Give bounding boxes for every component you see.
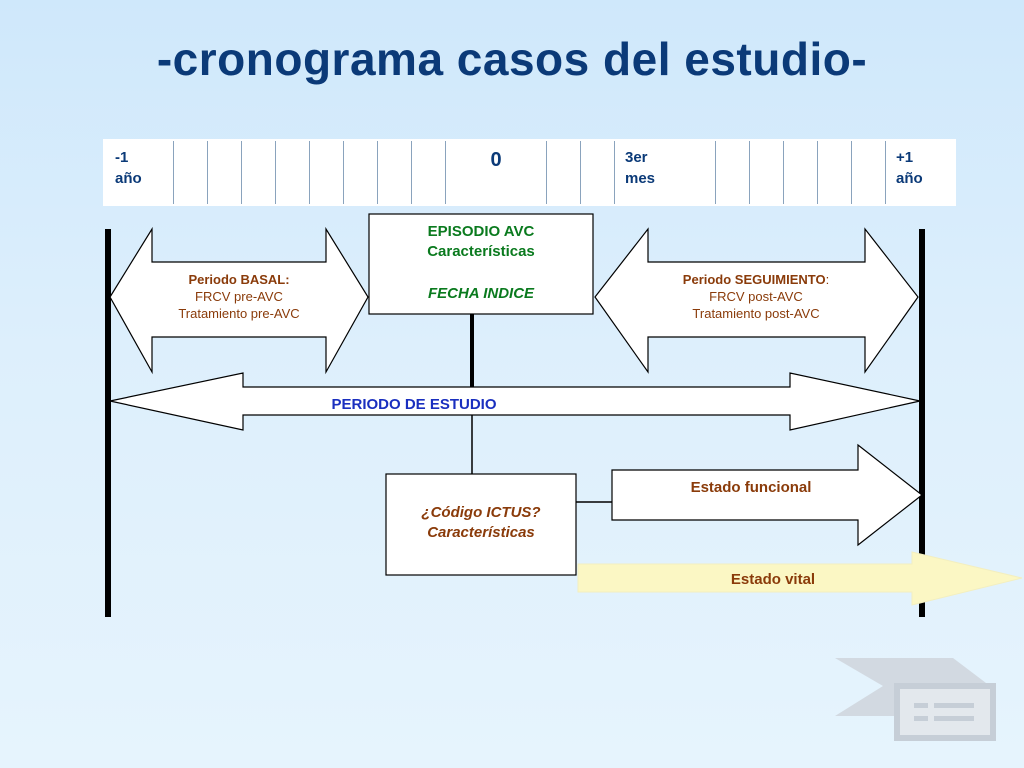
start-bar	[105, 229, 111, 617]
timeline-zero-label: 0	[490, 149, 502, 171]
timeline-end-cell: +1 año	[885, 139, 956, 206]
timeline-end-line2: año	[896, 170, 923, 187]
timeline-cell	[275, 139, 310, 206]
codigo-ictus-caracteristicas: Características	[427, 524, 535, 541]
basal-tratamiento: Tratamiento pre-AVC	[178, 306, 299, 321]
timeline-cell	[783, 139, 818, 206]
timeline-month3-line2: mes	[625, 170, 656, 187]
slide-title: -cronograma casos del estudio-	[156, 33, 868, 85]
timeline-month3-line1: 3er	[625, 149, 648, 166]
seguimiento-arrow	[594, 227, 919, 374]
timeline-cell	[309, 139, 344, 206]
timeline-cell	[749, 139, 784, 206]
periodo-estudio-arrow	[109, 372, 921, 431]
basal-frcv: FRCV pre-AVC	[195, 289, 283, 304]
estado-vital-label: Estado vital	[731, 571, 815, 588]
timeline-start-cell: -1 año	[103, 139, 174, 206]
timeline-cell	[343, 139, 378, 206]
basal-title: Periodo BASAL:	[188, 272, 289, 287]
timeline-cell	[207, 139, 242, 206]
timeline-start-line1: -1	[115, 149, 129, 166]
seguimiento-tratamiento: Tratamiento post-AVC	[692, 306, 819, 321]
estado-funcional-label: Estado funcional	[691, 479, 812, 496]
periodo-estudio-label: PERIODO DE ESTUDIO	[331, 396, 496, 413]
timeline-month3-cell: 3er mes	[614, 139, 716, 206]
estado-vital-arrow	[577, 551, 1023, 606]
seguimiento-title-colon: :	[826, 272, 830, 287]
seguimiento-title-main: Periodo SEGUIMIENTO	[683, 272, 826, 287]
episodio-caracteristicas: Características	[427, 243, 535, 260]
timeline-table: -1 año 0 3er mes +1 año	[103, 139, 956, 206]
timeline-zero-cell: 0	[445, 139, 547, 206]
timeline-cell	[377, 139, 412, 206]
codigo-ictus-box	[385, 473, 577, 576]
episodio-box	[368, 213, 594, 315]
timeline-start-line2: año	[115, 170, 142, 187]
timeline-cell	[851, 139, 886, 206]
seguimiento-frcv: FRCV post-AVC	[709, 289, 803, 304]
timeline-end-line1: +1	[896, 149, 914, 166]
document-arrow-icon	[835, 658, 996, 741]
basal-arrow	[109, 226, 369, 375]
fecha-indice: FECHA INDICE	[428, 285, 535, 302]
seguimiento-title: Periodo SEGUIMIENTO:	[683, 272, 829, 287]
codigo-ictus-title: ¿Código ICTUS?	[421, 504, 540, 521]
estado-funcional-arrow	[611, 443, 923, 547]
episodio-title: EPISODIO AVC	[428, 223, 535, 240]
end-bar	[919, 229, 925, 617]
timeline-cell	[546, 139, 581, 206]
timeline-cell	[241, 139, 276, 206]
